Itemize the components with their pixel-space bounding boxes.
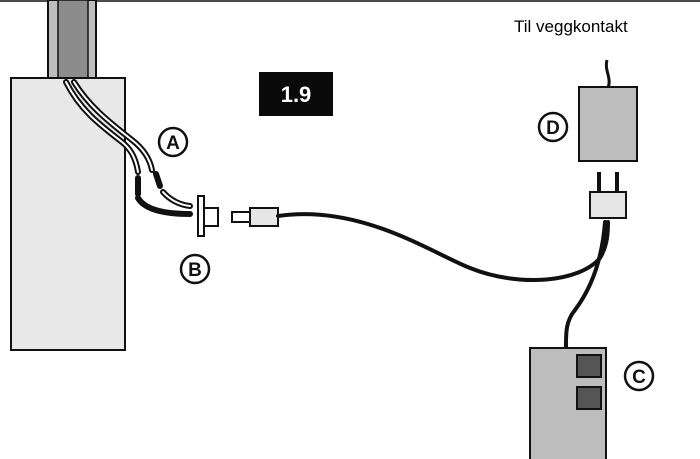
- callout-d-label: D: [546, 118, 560, 139]
- control-box-button-1: [576, 354, 602, 378]
- adapter-body: [578, 86, 638, 162]
- main-cable: [276, 212, 610, 282]
- post-inner-channel: [57, 0, 89, 79]
- callout-d: D: [537, 111, 569, 143]
- plug-head: [589, 191, 627, 219]
- callout-c: C: [623, 360, 655, 392]
- callout-a: A: [157, 126, 189, 158]
- step-number: 1.9: [281, 82, 312, 107]
- callout-a-label: A: [166, 133, 180, 154]
- step-badge-box: [259, 72, 333, 116]
- callout-b: B: [179, 253, 211, 285]
- post-body: [10, 77, 126, 351]
- connector-b: [197, 195, 219, 237]
- control-cable: [563, 220, 607, 352]
- mounting-post: [10, 0, 126, 351]
- control-box-button-2: [576, 386, 602, 410]
- cable-a: [63, 79, 193, 217]
- step-badge: 1.9: [259, 72, 333, 116]
- connector-b-socket: [203, 207, 219, 227]
- callout-c-label: C: [632, 367, 646, 388]
- power-adapter-d: [578, 59, 638, 219]
- control-box-c: [529, 347, 607, 459]
- wall-cord: [604, 59, 611, 89]
- dc-plug: [231, 207, 279, 227]
- callout-b-label: B: [188, 260, 202, 281]
- wall-outlet-caption: Til veggkontakt: [514, 17, 628, 36]
